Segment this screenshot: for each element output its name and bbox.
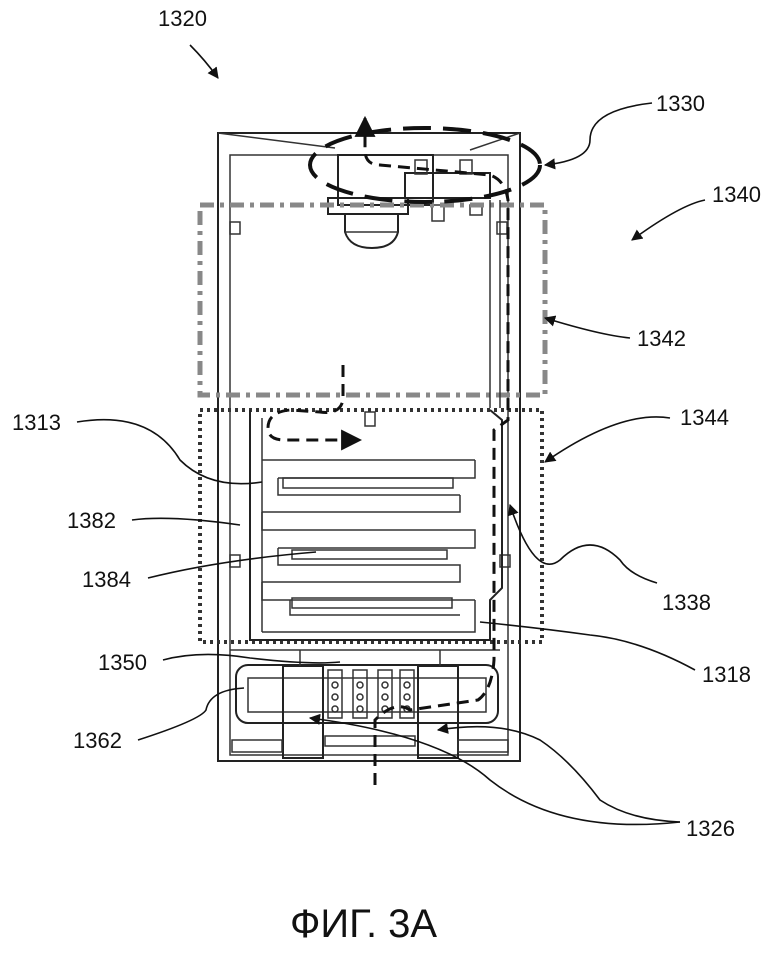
label-1313: 1313 [12,410,61,435]
label-1318: 1318 [702,662,751,687]
air-channel [490,200,500,408]
heater-1384 [250,410,502,640]
label-1362: 1362 [73,728,122,753]
label-1350: 1350 [98,650,147,675]
figure-caption: ФИГ. 3А [290,902,437,946]
base-assembly [230,650,508,758]
label-1340: 1340 [712,182,761,207]
label-1330: 1330 [656,91,705,116]
label-1338: 1338 [662,590,711,615]
label-1320: 1320 [158,6,207,31]
coils-1350 [328,670,414,718]
label-1342: 1342 [637,326,686,351]
label-1382: 1382 [67,508,116,533]
device-body [218,133,520,761]
region-1342-outline [200,205,545,395]
label-1384: 1384 [82,567,131,592]
label-1326: 1326 [686,816,735,841]
label-1344: 1344 [680,405,729,430]
